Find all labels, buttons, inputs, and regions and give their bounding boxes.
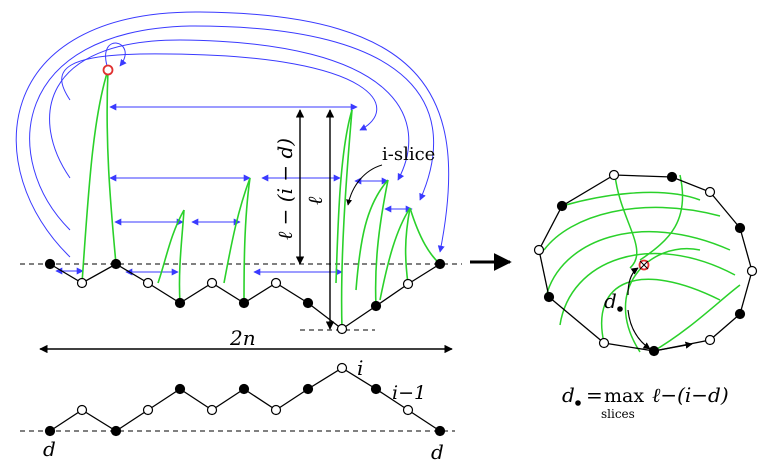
- formula: d = max slices ℓ−(i−d): [562, 383, 729, 421]
- label-l-minus-i-minus-d: ℓ − (i − d): [273, 138, 297, 240]
- plain-path-figure: i i−1 d d: [20, 356, 455, 463]
- formula-bullet: [575, 400, 581, 406]
- i-slice-pointer: [346, 164, 383, 206]
- path-vertices: [44, 258, 446, 335]
- polygon-vertices: [533, 169, 758, 357]
- formula-lhs: d: [562, 383, 575, 407]
- height-arrows: [295, 109, 335, 330]
- label-i: i: [357, 356, 363, 380]
- label-l: ℓ: [303, 196, 327, 205]
- label-d-left: d: [43, 437, 56, 461]
- label-d-bullet: d: [604, 289, 617, 313]
- formula-rhs: ℓ−(i−d): [652, 383, 729, 407]
- lower-path: [49, 367, 441, 432]
- label-d-right: d: [431, 440, 444, 463]
- d-bullet-arrow-down: [627, 309, 651, 350]
- lower-path-vertices: [44, 362, 446, 437]
- label-i-slice: i-slice: [382, 144, 435, 165]
- label-i-minus-1: i−1: [392, 382, 426, 404]
- formula-max: max: [604, 385, 644, 407]
- formula-sub: slices: [601, 407, 635, 421]
- polygon-edge-arrow: [653, 341, 693, 352]
- arc-connections: [15, 11, 450, 258]
- sliced-path-figure: ℓ − (i − d) ℓ i-slice 2n: [15, 11, 462, 354]
- root-cross-icon: [638, 259, 650, 271]
- label-2n: 2n: [229, 326, 256, 350]
- root-vertex-icon: [102, 64, 114, 76]
- d-bullet-arrow: [627, 267, 639, 296]
- bullet-dot: [617, 306, 623, 312]
- polygon-slices: [543, 174, 741, 353]
- formula-eq: =: [586, 383, 603, 407]
- green-slices: [81, 69, 441, 330]
- polygon-figure: d: [533, 169, 758, 357]
